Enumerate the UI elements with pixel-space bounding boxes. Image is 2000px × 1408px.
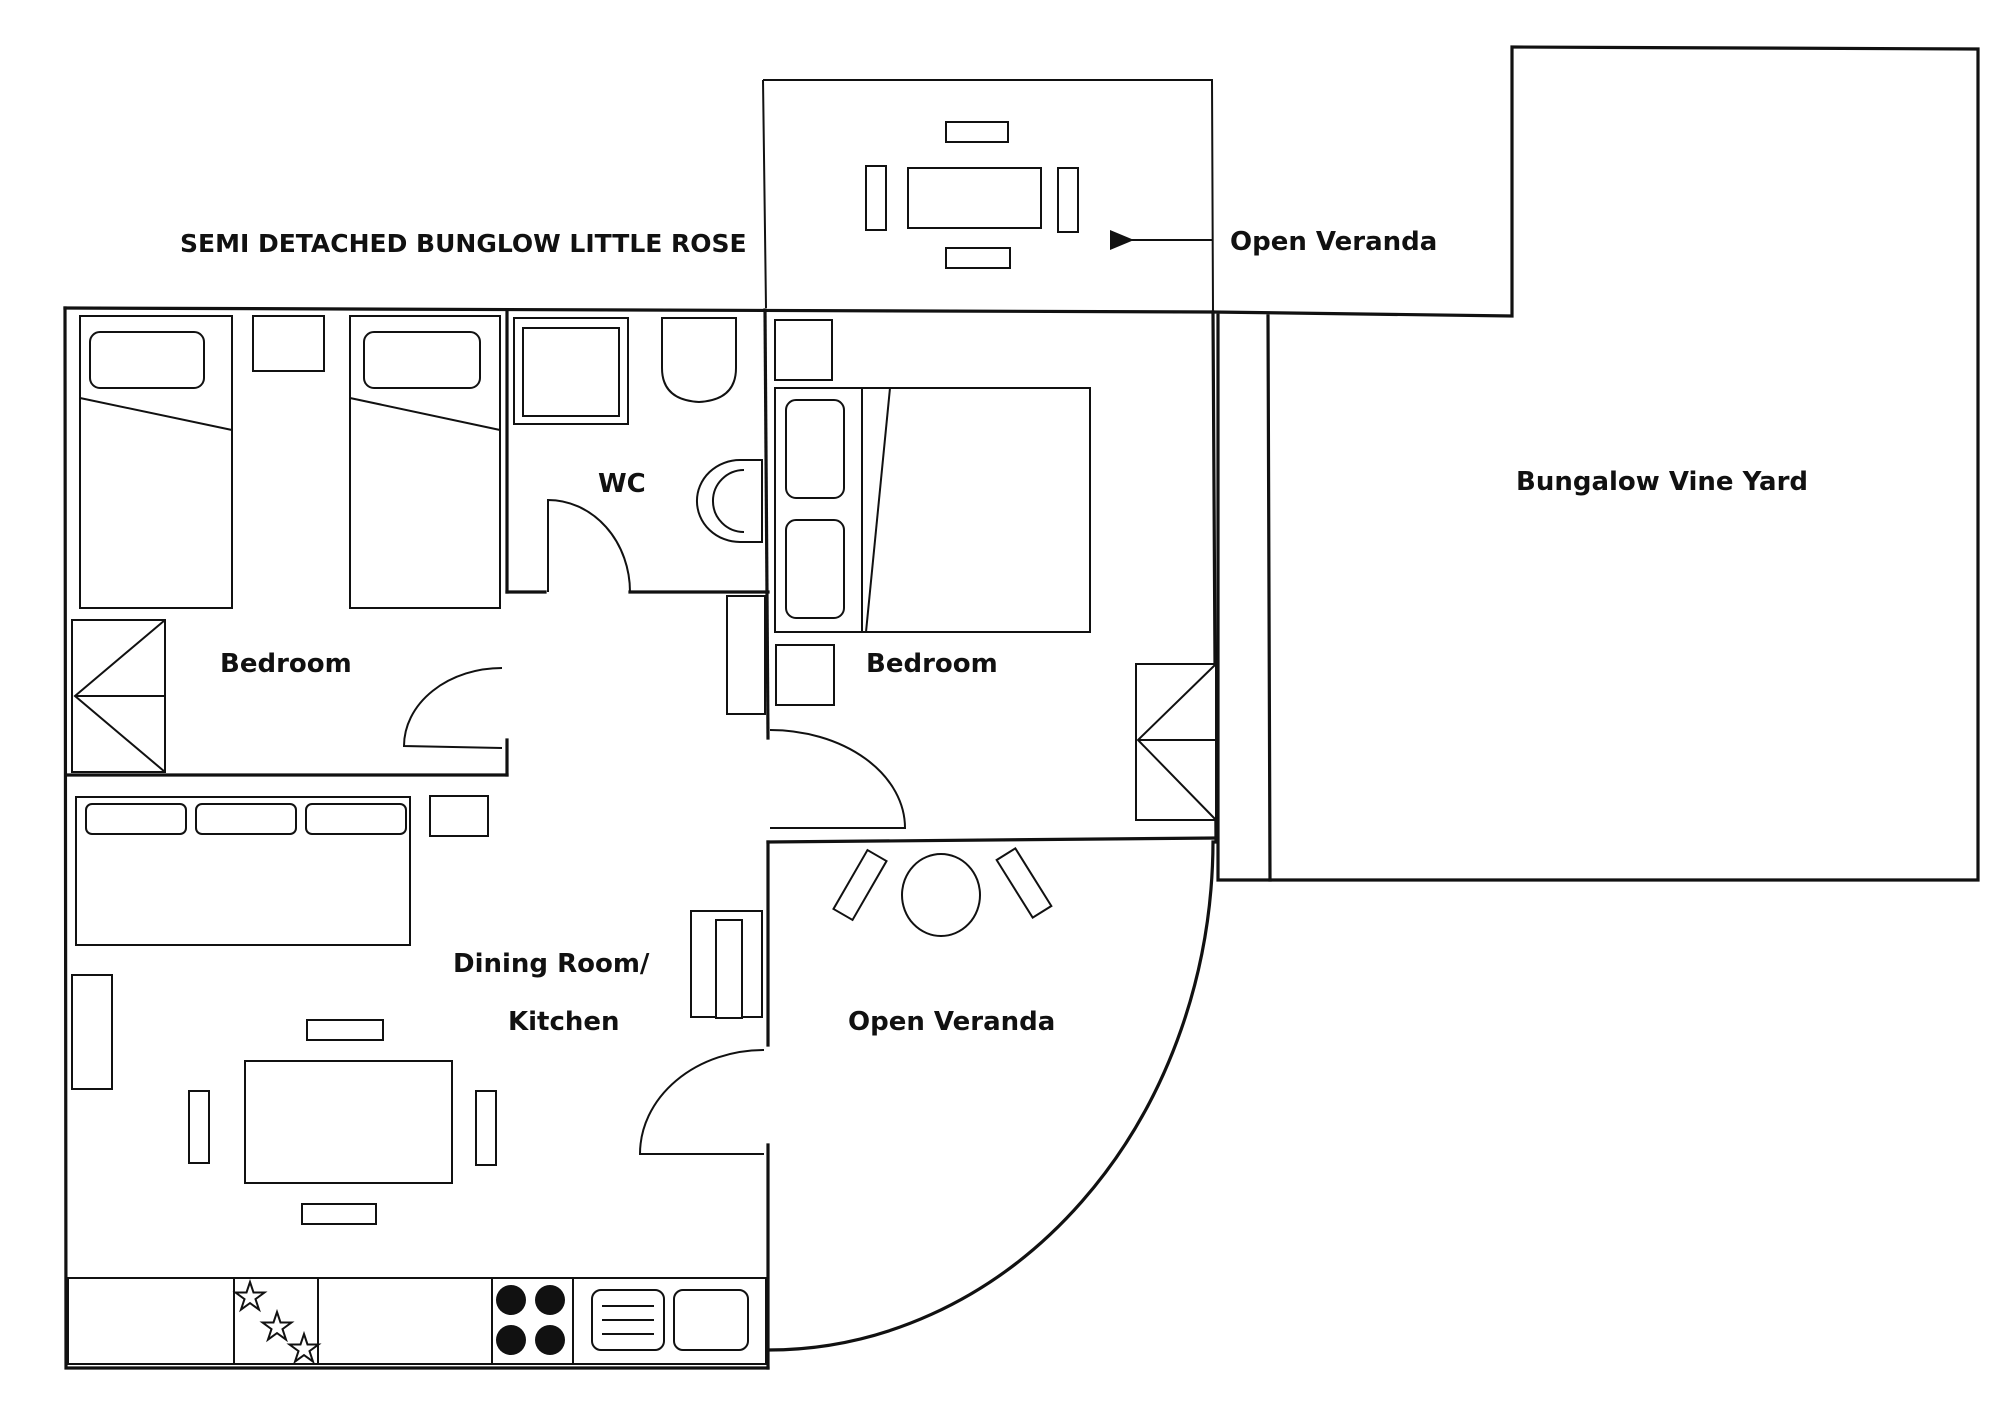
left-bedroom-label: Bedroom [220, 649, 352, 679]
dining-label-line2: Kitchen [508, 1007, 620, 1037]
veranda-chair-right [1057, 167, 1079, 233]
side-veranda: Open Veranda [832, 846, 1055, 1037]
shower [513, 317, 629, 425]
stove-icon [496, 1285, 565, 1355]
star-icon [232, 1278, 322, 1365]
dresser [726, 595, 766, 715]
wardrobe-right [1135, 663, 1217, 821]
veranda-chair-left [832, 848, 888, 922]
vine-yard: Bungalow Vine Yard [1211, 45, 1980, 882]
veranda-chair-bottom [945, 247, 1011, 269]
top-veranda: Open Veranda [762, 79, 1437, 313]
dining-chair-top [306, 1019, 384, 1041]
tv-unit [690, 910, 763, 1019]
wardrobe-left [71, 619, 166, 773]
door-left-bedroom[interactable] [402, 667, 503, 749]
veranda-chair-top [945, 121, 1009, 143]
kitchen-counter [67, 1277, 767, 1365]
interior-walls [64, 308, 1218, 1370]
dining-chair-bottom [301, 1203, 377, 1225]
veranda-chair-left [865, 165, 887, 231]
sink-icon [696, 459, 763, 543]
bed-left-2 [349, 315, 501, 609]
bed-left-1 [79, 315, 233, 609]
right-bedroom: Bedroom [726, 319, 1217, 829]
nightstand [775, 644, 835, 706]
side-veranda-label: Open Veranda [848, 1007, 1055, 1037]
nightstand [252, 315, 325, 372]
cabinet [71, 974, 113, 1090]
plan-title: SEMI DETACHED BUNGLOW LITTLE ROSE [180, 229, 747, 258]
sink-icon [591, 1289, 749, 1351]
round-table [901, 853, 981, 937]
door-right-bedroom[interactable] [769, 729, 907, 829]
door-veranda[interactable] [638, 1049, 765, 1155]
dining-chair-right [475, 1090, 497, 1166]
wc: WC [513, 317, 763, 593]
left-bedroom: Bedroom [71, 315, 503, 773]
side-table [429, 795, 489, 837]
toilet-icon [661, 317, 737, 404]
vine-yard-label: Bungalow Vine Yard [1516, 467, 1808, 497]
wc-label: WC [598, 469, 646, 499]
dining-table [244, 1060, 453, 1184]
top-veranda-label: Open Veranda [1230, 227, 1437, 257]
veranda-table [907, 167, 1042, 229]
right-bedroom-label: Bedroom [866, 649, 998, 679]
dining-kitchen: Dining Room/ Kitchen [67, 795, 767, 1365]
dining-chair-left [188, 1090, 210, 1164]
sofa [75, 796, 411, 946]
veranda-chair-right [995, 846, 1053, 920]
door-wc[interactable] [547, 498, 631, 593]
nightstand [774, 319, 833, 381]
dining-label-line1: Dining Room/ [453, 949, 650, 979]
double-bed [774, 387, 1091, 633]
